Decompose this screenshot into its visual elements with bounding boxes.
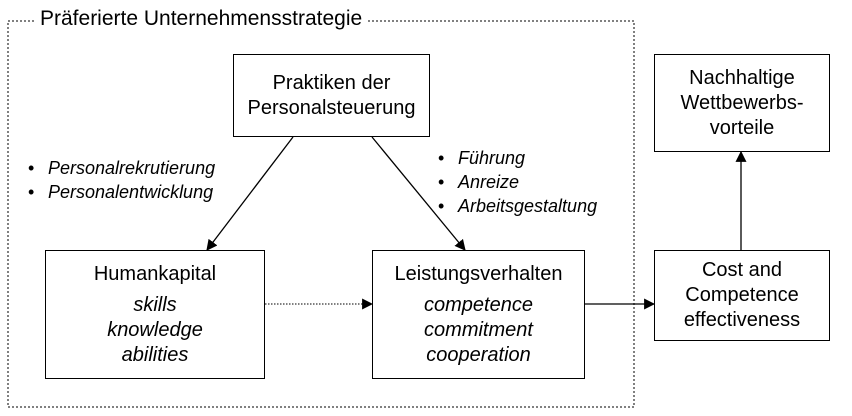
bullet-item: Arbeitsgestaltung [438,194,597,218]
leistung-item: competence [424,293,533,316]
strategy-frame-title: Präferierte Unternehmensstrategie [34,6,369,32]
box-nachhaltige-vorteile: Nachhaltige Wettbewerbs- vorteile [654,54,830,152]
leistung-item: commitment [424,318,533,341]
nachhaltig-line-1: Nachhaltige [689,66,795,89]
cost-line-1: Cost and [701,259,783,281]
cost-line-3: effectiveness [683,309,801,331]
bullet-item: Personalrekrutierung [28,156,215,180]
bullets-right: Führung Anreize Arbeitsgestaltung [438,146,597,218]
leistung-title: Leistungsverhalten [394,262,563,285]
box-praktiken: Praktiken der Personalsteuerung [233,54,430,137]
box-cost-competence: Cost and Competence effectiveness [654,250,830,341]
humankapital-item: abilities [121,343,189,366]
bullet-item: Anreize [438,170,597,194]
humankapital-item: skills [133,293,177,316]
humankapital-item: knowledge [107,318,203,341]
bullets-left: Personalrekrutierung Personalentwicklung [28,156,215,204]
humankapital-title: Humankapital [93,262,217,285]
nachhaltig-line-2: Wettbewerbs- [680,91,804,114]
leistung-item: cooperation [426,343,531,366]
arrow-praktiken-to-humankapital [206,136,294,251]
nachhaltig-line-3: vorteile [709,116,775,139]
box-humankapital: Humankapital skills knowledge abilities [45,250,265,379]
praktiken-line-1: Praktiken der [272,71,391,94]
cost-line-2: Competence [685,284,799,306]
praktiken-line-2: Personalsteuerung [247,96,416,119]
box-leistungsverhalten: Leistungsverhalten competence commitment… [372,250,585,379]
bullet-item: Personalentwicklung [28,180,215,204]
arrow-praktiken-to-leistung [371,136,466,251]
bullet-item: Führung [438,146,597,170]
